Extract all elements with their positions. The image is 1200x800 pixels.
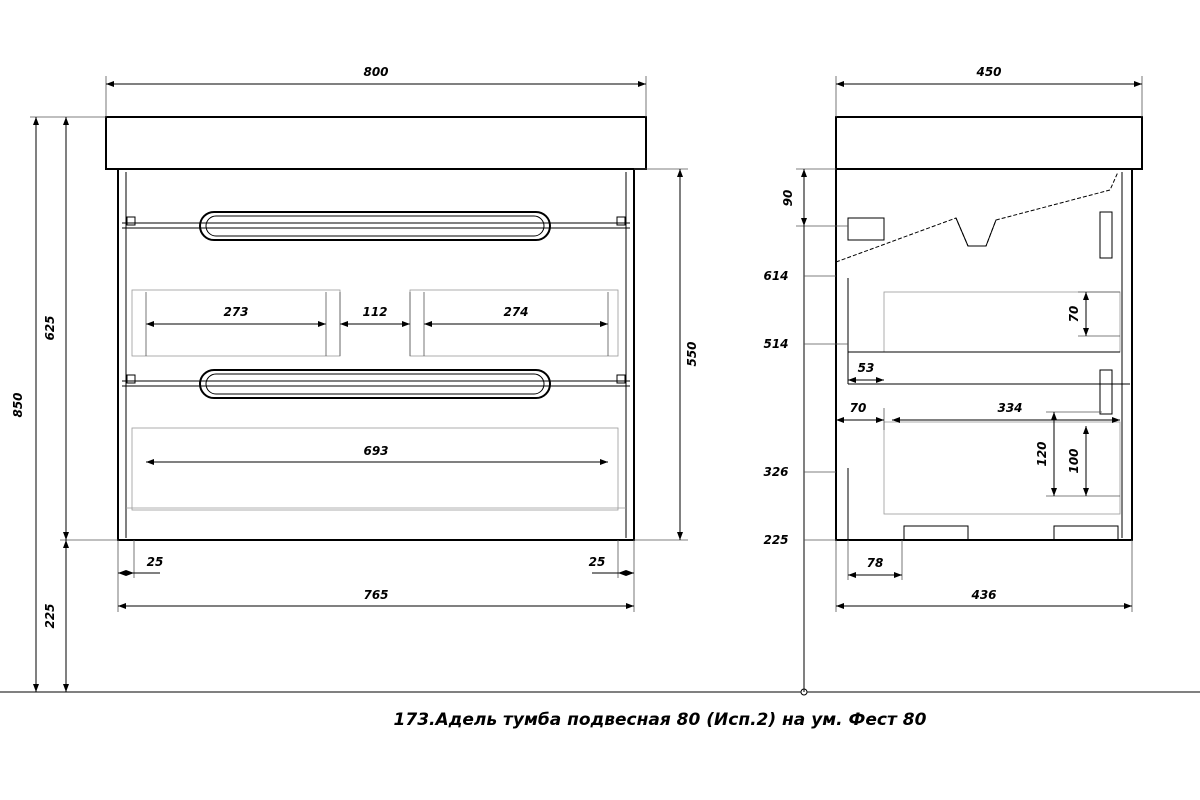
drawing-title: 173.Адель тумба подвесная 80 (Исп.2) на …: [394, 710, 927, 730]
dim-120: 120: [1035, 441, 1049, 466]
level-514: 514: [763, 337, 788, 351]
dim-25-right: 25: [589, 555, 606, 569]
dim-765: 765: [363, 588, 388, 602]
dim-78: 78: [867, 556, 884, 570]
side-countertop: [835, 116, 1143, 170]
front-dimensions: 800 850 625 225 550 273 112 274 693: [11, 65, 699, 692]
dim-436: 436: [970, 588, 996, 602]
front-cabinet-body: [117, 168, 635, 541]
upper-drawer-handle: [199, 211, 551, 241]
dim-70-vertical: 70: [1067, 306, 1081, 323]
dim-550: 550: [685, 341, 699, 366]
dim-693: 693: [363, 444, 388, 458]
dim-53: 53: [858, 361, 875, 375]
side-view: [835, 116, 1143, 541]
front-countertop: [105, 116, 647, 170]
lower-drawer-handle: [199, 369, 551, 399]
dim-70-horizontal: 70: [850, 401, 867, 415]
front-view: [105, 116, 647, 541]
dim-274: 274: [503, 305, 528, 319]
side-cabinet-body: [835, 168, 1133, 541]
dim-850: 850: [11, 392, 25, 417]
dim-225-front: 225: [43, 603, 57, 628]
dim-100: 100: [1067, 448, 1081, 473]
level-326: 326: [763, 465, 788, 479]
dim-625: 625: [43, 315, 57, 340]
dim-450: 450: [975, 65, 1001, 79]
dim-334: 334: [997, 401, 1022, 415]
level-614: 614: [763, 269, 788, 283]
dim-112: 112: [362, 305, 387, 319]
dim-273: 273: [223, 305, 248, 319]
dim-800: 800: [363, 65, 388, 79]
dim-25-left: 25: [147, 555, 164, 569]
level-225: 225: [763, 533, 788, 547]
side-dimensions: 450 90 614 514 326 225 53 70 334 70: [763, 65, 1143, 692]
dim-90: 90: [781, 190, 795, 207]
